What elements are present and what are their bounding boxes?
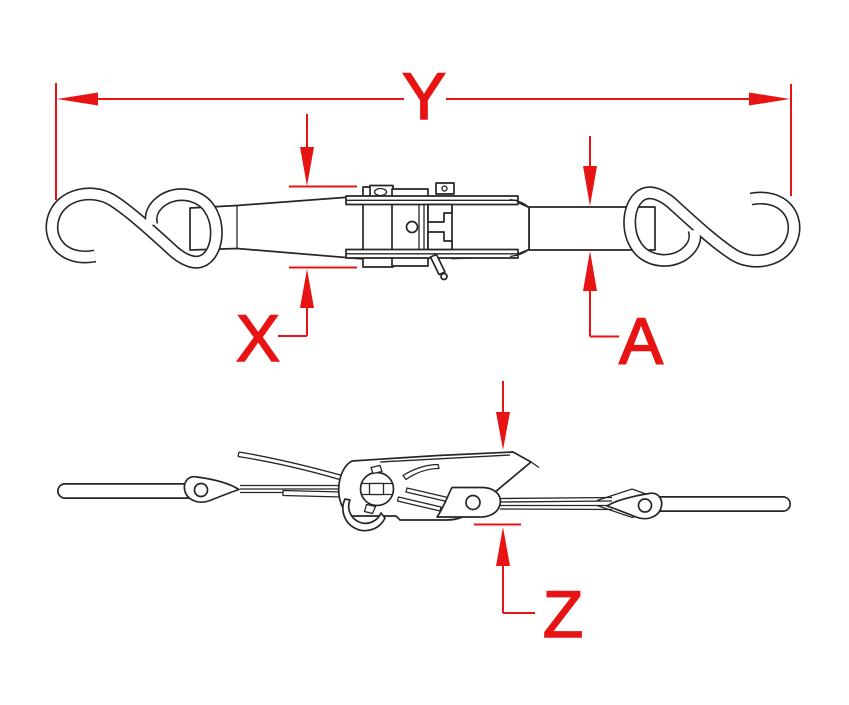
arm-rivet (465, 494, 481, 511)
arrowhead-right-icon (749, 92, 790, 106)
side-view (57, 451, 791, 532)
right-eyelet (606, 492, 663, 520)
dimension-a: A (583, 136, 664, 379)
arrowhead-down-icon (583, 166, 597, 206)
dimension-z-label: Z (543, 577, 583, 651)
dimension-y-label: Y (402, 59, 446, 133)
left-s-hook (45, 187, 223, 269)
dimension-a-label: A (619, 304, 663, 378)
right-flat-hook (606, 492, 791, 520)
ratchet-pawl (402, 463, 440, 481)
arrowhead-up-icon (300, 269, 314, 308)
ratchet-buckle (345, 182, 530, 281)
arrowhead-up-icon (496, 527, 510, 566)
arrowhead-up-icon (583, 251, 597, 291)
dimension-x-label: X (236, 301, 280, 375)
top-view (45, 182, 801, 281)
arrowhead-down-icon (300, 147, 314, 186)
buckle-rivet (405, 220, 419, 234)
left-eyelet (183, 475, 240, 503)
ratchet-mechanism-side (337, 451, 540, 532)
ratchet-drum (359, 464, 395, 515)
dimension-x: X (235, 114, 357, 376)
dimension-z: Z (474, 381, 584, 652)
right-s-hook (623, 186, 801, 268)
buckle-pin (429, 253, 448, 281)
dimension-y: Y (55, 58, 792, 200)
left-flat-hook (57, 475, 240, 503)
arrowhead-left-icon (57, 92, 98, 106)
arrowhead-down-icon (496, 412, 510, 450)
